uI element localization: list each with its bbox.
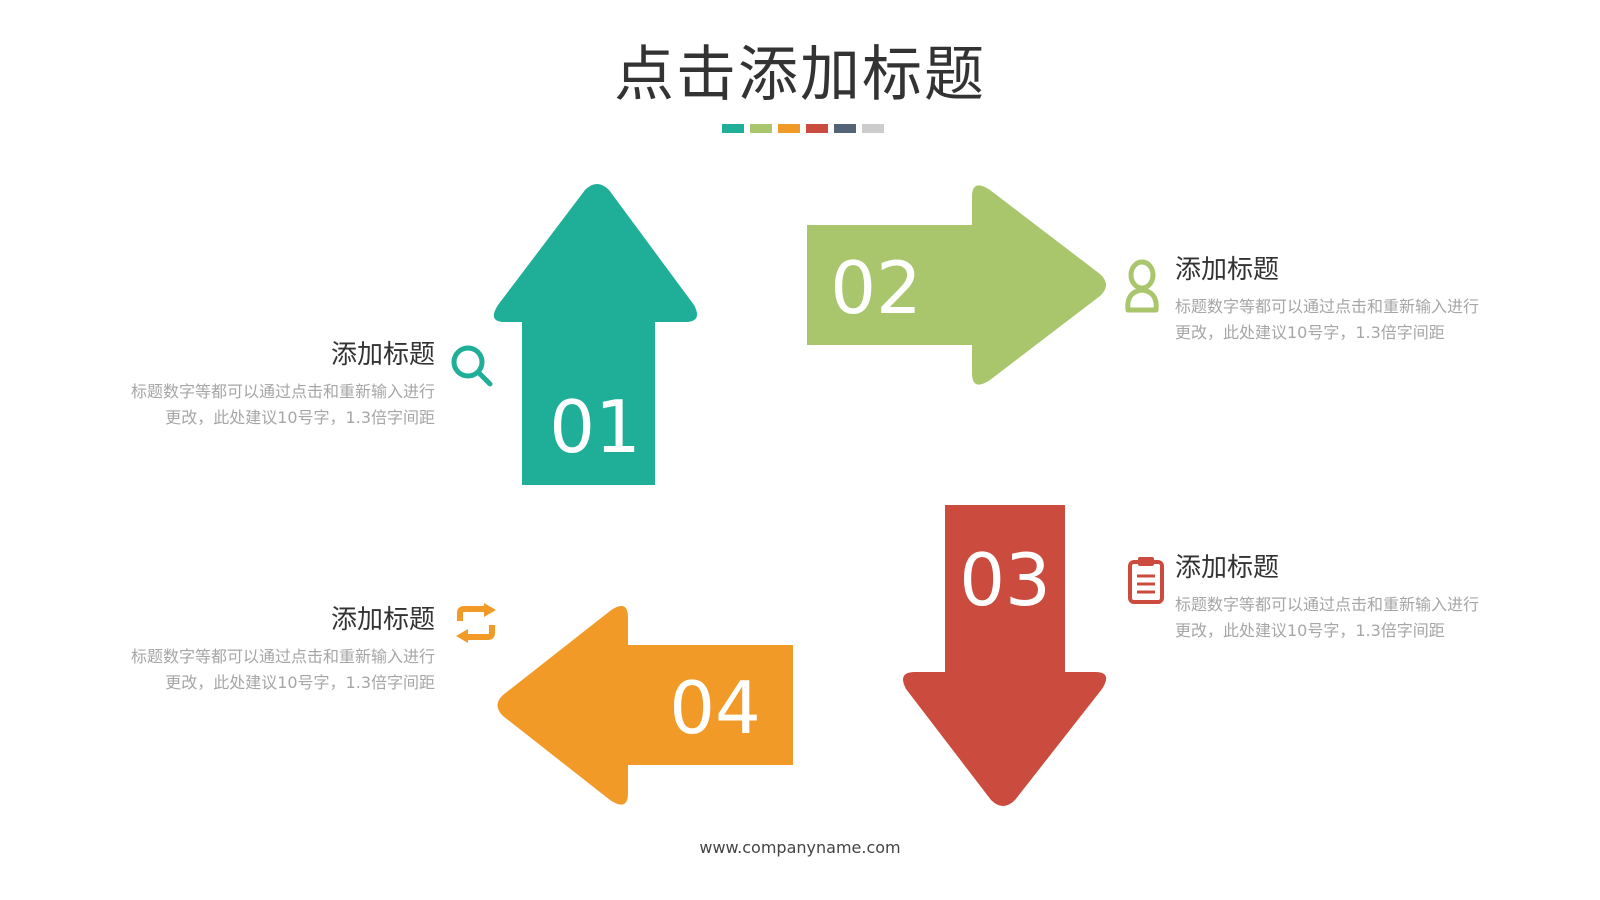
swatch-teal bbox=[722, 124, 744, 133]
person-icon bbox=[1122, 258, 1170, 313]
step-number-02: 02 bbox=[830, 246, 922, 330]
arrow-01-up: 01 bbox=[493, 184, 697, 485]
step-heading-04: 添加标题 bbox=[330, 605, 435, 635]
footer-url: www.companyname.com bbox=[699, 838, 901, 857]
step-heading-01: 添加标题 bbox=[330, 340, 435, 370]
arrow-04-left: 04 bbox=[497, 605, 793, 805]
step-desc-01: 标题数字等都可以通过点击和重新输入进行更改，此处建议10号字，1.3倍字间距 bbox=[130, 382, 435, 428]
color-swatches bbox=[722, 124, 884, 133]
step-number-04: 04 bbox=[669, 666, 761, 750]
step-desc-03: 标题数字等都可以通过点击和重新输入进行更改，此处建议10号字，1.3倍字间距 bbox=[1175, 595, 1480, 641]
step-heading-03: 添加标题 bbox=[1175, 553, 1280, 583]
step-desc-02: 标题数字等都可以通过点击和重新输入进行更改，此处建议10号字，1.3倍字间距 bbox=[1175, 297, 1480, 343]
arrow-03-down: 03 bbox=[903, 505, 1107, 806]
step-desc-04: 标题数字等都可以通过点击和重新输入进行更改，此处建议10号字，1.3倍字间距 bbox=[130, 647, 435, 693]
step-number-01: 01 bbox=[549, 385, 641, 469]
step-block-03: 添加标题 标题数字等都可以通过点击和重新输入进行更改，此处建议10号字，1.3倍… bbox=[1175, 553, 1485, 644]
page-title: 点击添加标题 bbox=[614, 40, 986, 110]
swatch-orange bbox=[778, 124, 800, 133]
clipboard-icon bbox=[1126, 555, 1174, 604]
swatch-gray bbox=[862, 124, 884, 133]
step-number-03: 03 bbox=[959, 538, 1051, 622]
step-block-04: 添加标题 标题数字等都可以通过点击和重新输入进行更改，此处建议10号字，1.3倍… bbox=[125, 605, 435, 696]
step-block-01: 添加标题 标题数字等都可以通过点击和重新输入进行更改，此处建议10号字，1.3倍… bbox=[125, 340, 435, 431]
swatch-slate bbox=[834, 124, 856, 133]
step-block-02: 添加标题 标题数字等都可以通过点击和重新输入进行更改，此处建议10号字，1.3倍… bbox=[1175, 255, 1485, 346]
step-heading-02: 添加标题 bbox=[1175, 255, 1280, 285]
swatch-red bbox=[806, 124, 828, 133]
swatch-green bbox=[750, 124, 772, 133]
search-icon bbox=[448, 342, 496, 390]
arrow-02-right: 02 bbox=[807, 185, 1106, 385]
refresh-icon bbox=[452, 603, 500, 651]
